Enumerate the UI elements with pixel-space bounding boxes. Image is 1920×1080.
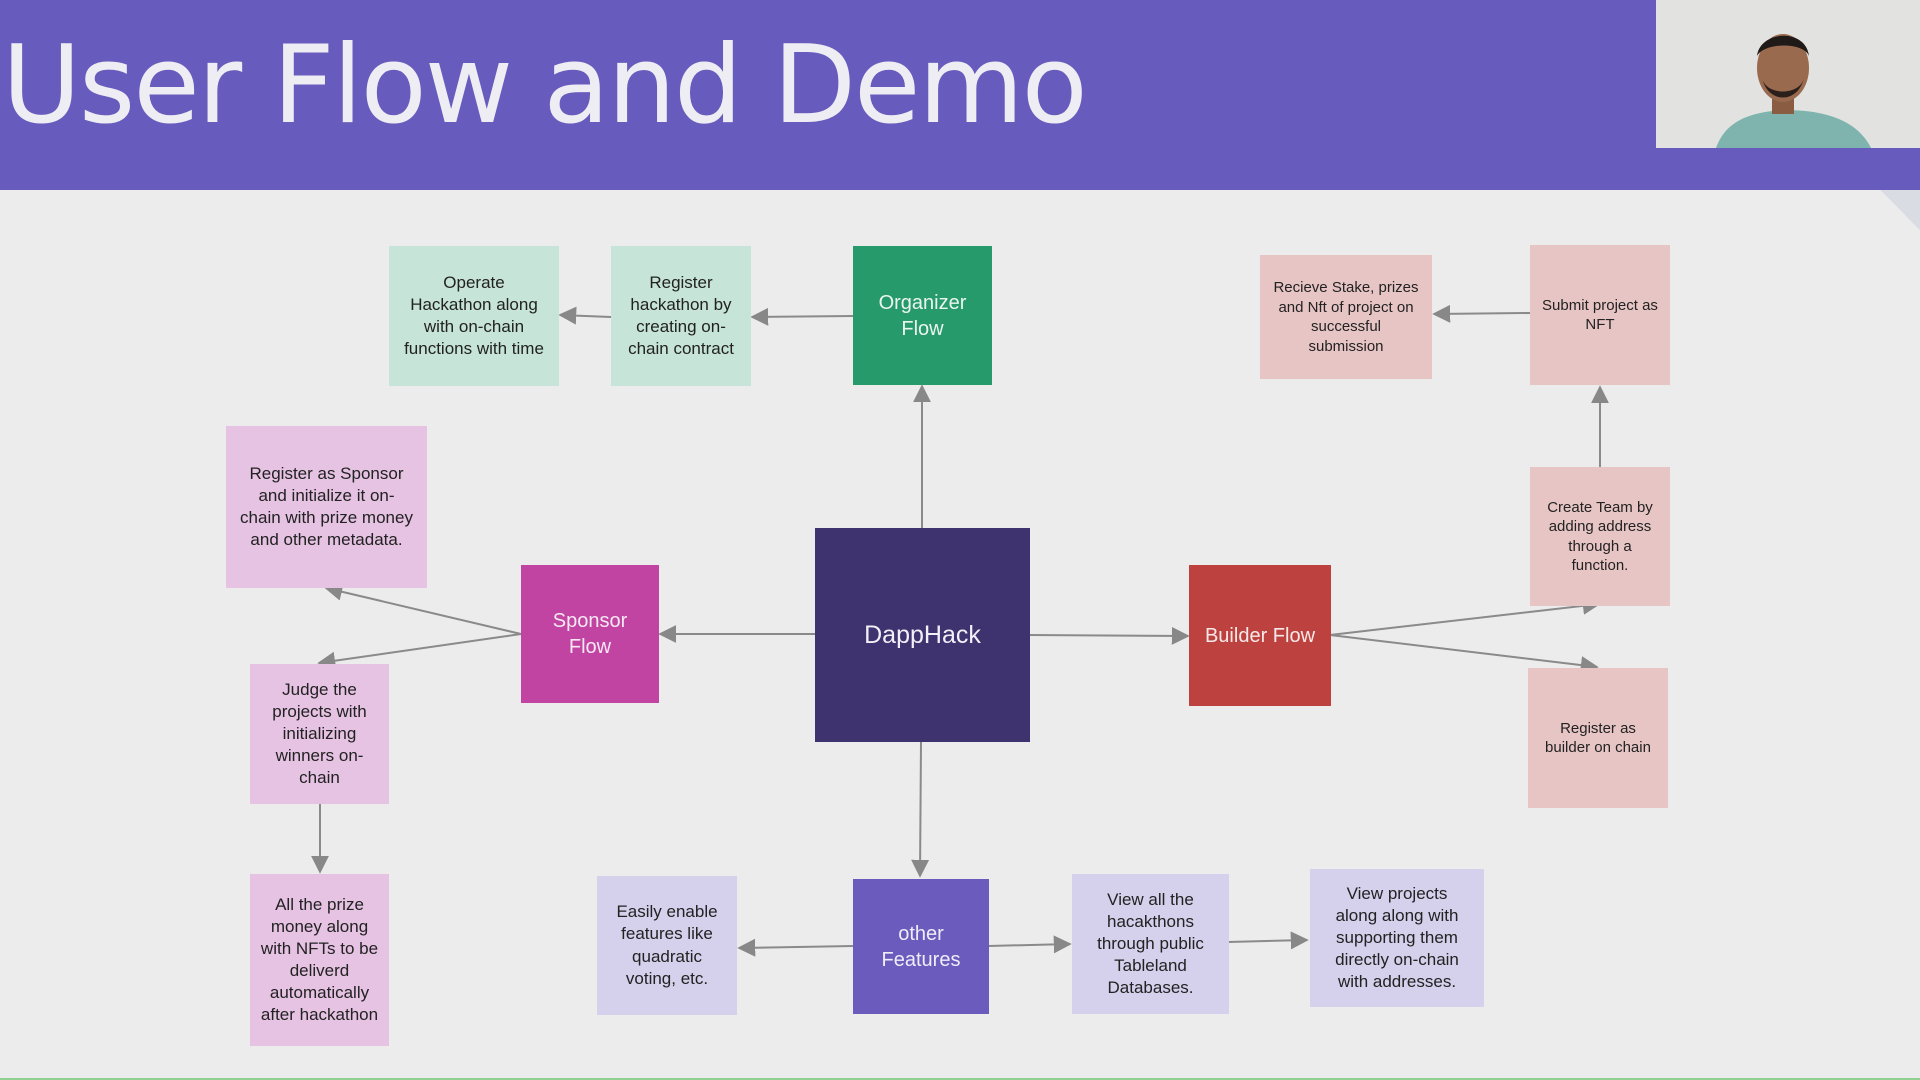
builder-flow-label: Builder Flow bbox=[1204, 624, 1316, 647]
sponsor-step-label: All the prize money along with NFTs to b… bbox=[260, 894, 379, 1025]
sponsor-step-judge-projects: Judge the projects with initializing win… bbox=[250, 664, 389, 804]
webcam-overlay bbox=[1656, 0, 1920, 148]
slide-header: User Flow and Demo bbox=[0, 0, 1920, 190]
slide-title: User Flow and Demo bbox=[2, 23, 1088, 148]
organizer-step-label: Register hackathon by creating on-chain … bbox=[628, 272, 734, 359]
builder-step-label: Register as builder on chain bbox=[1545, 719, 1651, 757]
builder-step-label: Recieve Stake, prizes and Nft of project… bbox=[1273, 279, 1419, 355]
sponsor-step-register-sponsor: Register as Sponsor and initialize it on… bbox=[226, 426, 427, 588]
builder-step-receive-stake: Recieve Stake, prizes and Nft of project… bbox=[1260, 255, 1432, 379]
builder-step-submit-project: Submit project as NFT bbox=[1530, 245, 1670, 385]
builder-step-register-builder: Register as builder on chain bbox=[1528, 668, 1668, 808]
feature-label: Easily enable features like quadratic vo… bbox=[616, 902, 718, 988]
organizer-flow-node: Organizer Flow bbox=[853, 246, 992, 385]
feature-label: View all the hacakthons through public T… bbox=[1097, 889, 1204, 998]
feature-label: View projects along along with supportin… bbox=[1335, 883, 1459, 992]
sponsor-step-label: Judge the projects with initializing win… bbox=[272, 679, 367, 788]
feature-quadratic-voting: Easily enable features like quadratic vo… bbox=[597, 876, 737, 1015]
sponsor-flow-label: Sponsor Flow bbox=[552, 610, 628, 658]
organizer-flow-label: Organizer Flow bbox=[878, 291, 967, 340]
feature-view-projects: View projects along along with supportin… bbox=[1310, 869, 1484, 1007]
builder-step-label: Submit project as NFT bbox=[1542, 296, 1658, 334]
organizer-step-operate-hackathon: Operate Hackathon along with on-chain fu… bbox=[389, 246, 559, 386]
builder-step-label: Create Team by adding address through a … bbox=[1547, 498, 1653, 575]
presenter-video-image bbox=[1656, 0, 1920, 148]
sponsor-flow-node: Sponsor Flow bbox=[521, 565, 659, 703]
other-features-label: other Features bbox=[881, 922, 961, 971]
builder-step-create-team: Create Team by adding address through a … bbox=[1530, 467, 1670, 606]
organizer-step-label: Operate Hackathon along with on-chain fu… bbox=[404, 272, 544, 359]
feature-view-hackathons: View all the hacakthons through public T… bbox=[1072, 874, 1229, 1014]
other-features-node: other Features bbox=[853, 879, 989, 1014]
sponsor-step-prize-delivery: All the prize money along with NFTs to b… bbox=[250, 874, 389, 1046]
organizer-step-register-hackathon: Register hackathon by creating on-chain … bbox=[611, 246, 751, 386]
sponsor-step-label: Register as Sponsor and initialize it on… bbox=[240, 463, 413, 550]
center-node-dapphack: DappHack bbox=[815, 528, 1030, 742]
slide-bottom-border bbox=[0, 1078, 1920, 1080]
center-node-label: DappHack bbox=[864, 620, 981, 649]
builder-flow-node: Builder Flow bbox=[1189, 565, 1331, 706]
slide-corner-decoration bbox=[1880, 190, 1920, 230]
